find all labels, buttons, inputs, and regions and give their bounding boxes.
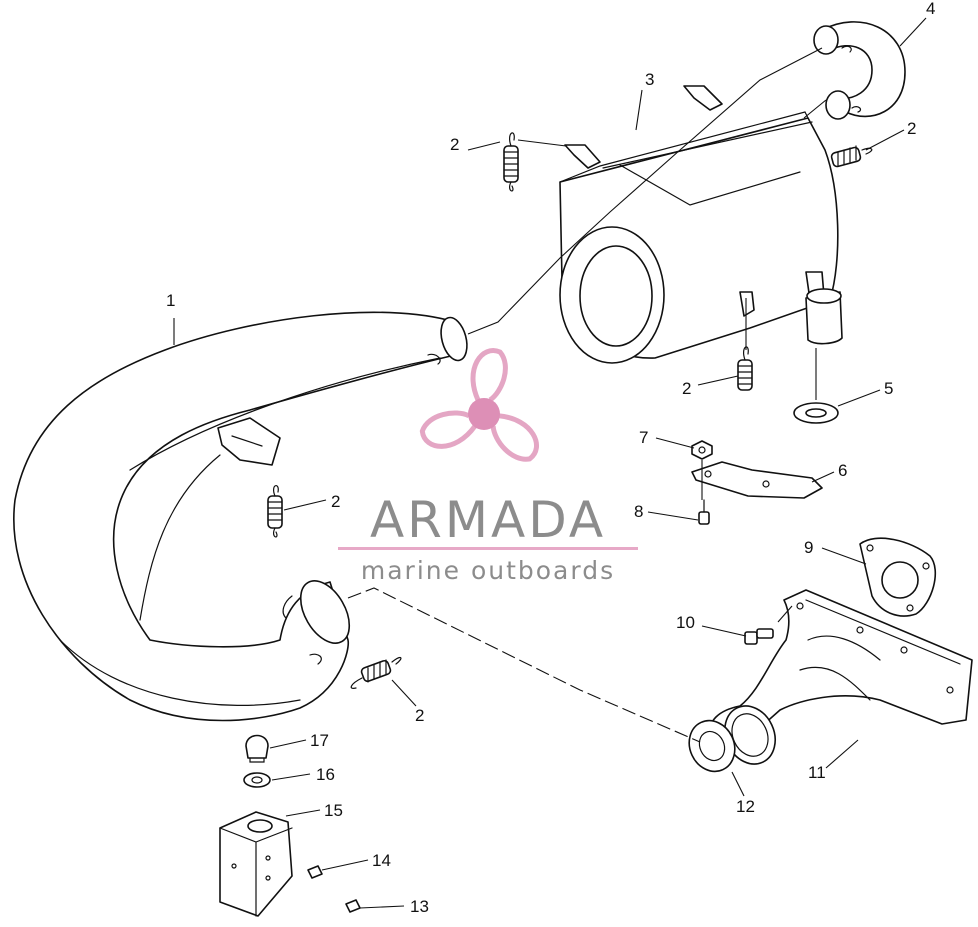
callout-16: 16: [316, 765, 335, 784]
gasket: [859, 537, 937, 617]
small-screw: [307, 865, 323, 879]
callout-17: 17: [310, 731, 329, 750]
watermark-title: ARMADA: [370, 491, 606, 549]
nut: [691, 440, 713, 460]
callout-6: 6: [838, 461, 847, 480]
callout-labels: 1 2 2 2 2 2 3 4 5 6 7 8 9 10 11 12 13 14…: [166, 0, 935, 916]
leader-lines: [173, 17, 927, 909]
screw: [698, 499, 710, 525]
spring-2a: [503, 132, 519, 192]
small-nut: [345, 899, 361, 913]
callout-9: 9: [804, 538, 813, 557]
spring-2d: [267, 485, 283, 538]
callout-11: 11: [808, 763, 826, 782]
callout-2-left: 2: [331, 492, 340, 511]
manifold-bolt: [744, 628, 774, 645]
mounting-bracket: [219, 811, 293, 917]
callout-3: 3: [645, 70, 654, 89]
exhaust-pipe: [13, 311, 468, 722]
callout-2-lower: 2: [415, 706, 424, 725]
u-pipe: [813, 21, 906, 120]
rubber-bumper: [245, 734, 269, 763]
bracket-plate: [691, 461, 823, 499]
callout-4: 4: [926, 0, 935, 18]
muffler-box: [559, 85, 839, 364]
spring-2e: [350, 656, 402, 689]
callout-7: 7: [639, 428, 648, 447]
callout-2-upper-left: 2: [450, 135, 459, 154]
exhaust-manifold: [708, 589, 973, 765]
callout-10: 10: [676, 613, 695, 632]
callout-2-upper-right: 2: [907, 119, 916, 138]
seal-ring: [688, 719, 736, 773]
flat-washer: [243, 772, 271, 788]
callout-14: 14: [372, 851, 391, 870]
spring-2b: [830, 145, 873, 168]
callout-2-center: 2: [682, 379, 691, 398]
propeller-icon: [419, 348, 539, 462]
callout-5: 5: [884, 379, 893, 398]
callout-1: 1: [166, 291, 175, 310]
callout-15: 15: [324, 801, 343, 820]
callout-8: 8: [634, 502, 643, 521]
watermark-rule: [338, 547, 638, 550]
watermark: ARMADA marine outboards: [338, 348, 638, 585]
callout-12: 12: [736, 797, 755, 816]
outlet-stub: [793, 288, 843, 424]
watermark-subtitle: marine outboards: [361, 556, 615, 585]
callout-13: 13: [410, 897, 429, 916]
spring-2c: [737, 346, 753, 391]
